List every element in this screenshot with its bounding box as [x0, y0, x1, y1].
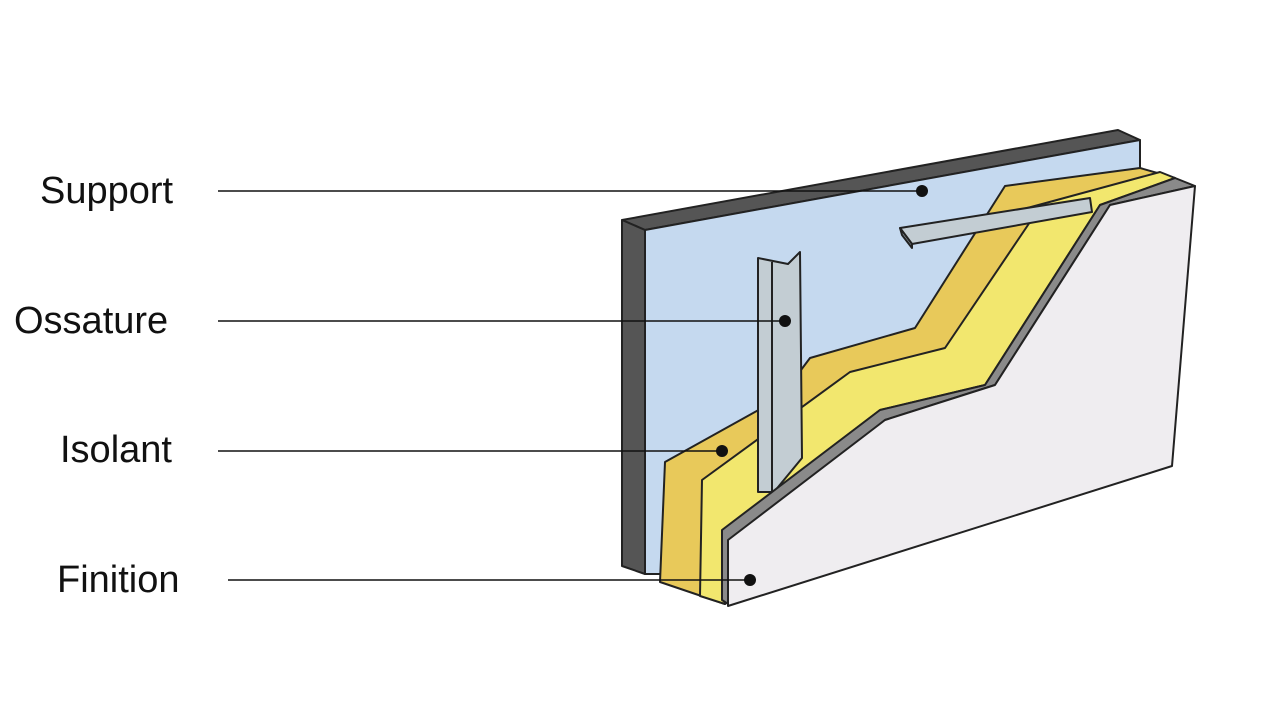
leader-dots	[716, 185, 928, 586]
label-finition: Finition	[57, 559, 180, 601]
rail-lip	[899, 227, 913, 249]
frame-stud-vertical	[757, 251, 803, 496]
leader-dot-ossature	[779, 315, 791, 327]
frame-rail-horizontal	[899, 197, 1093, 249]
leader-dot-isolant	[716, 445, 728, 457]
finish-layer	[721, 177, 1196, 607]
leader-dot-finition	[744, 574, 756, 586]
support-left-edge	[621, 219, 646, 575]
leader-lines	[218, 190, 922, 581]
stud-face	[757, 251, 803, 493]
finish-face	[727, 185, 1196, 607]
label-support: Support	[40, 170, 174, 212]
label-isolant: Isolant	[60, 429, 172, 471]
label-ossature: Ossature	[14, 300, 169, 342]
leader-dot-support	[916, 185, 928, 197]
